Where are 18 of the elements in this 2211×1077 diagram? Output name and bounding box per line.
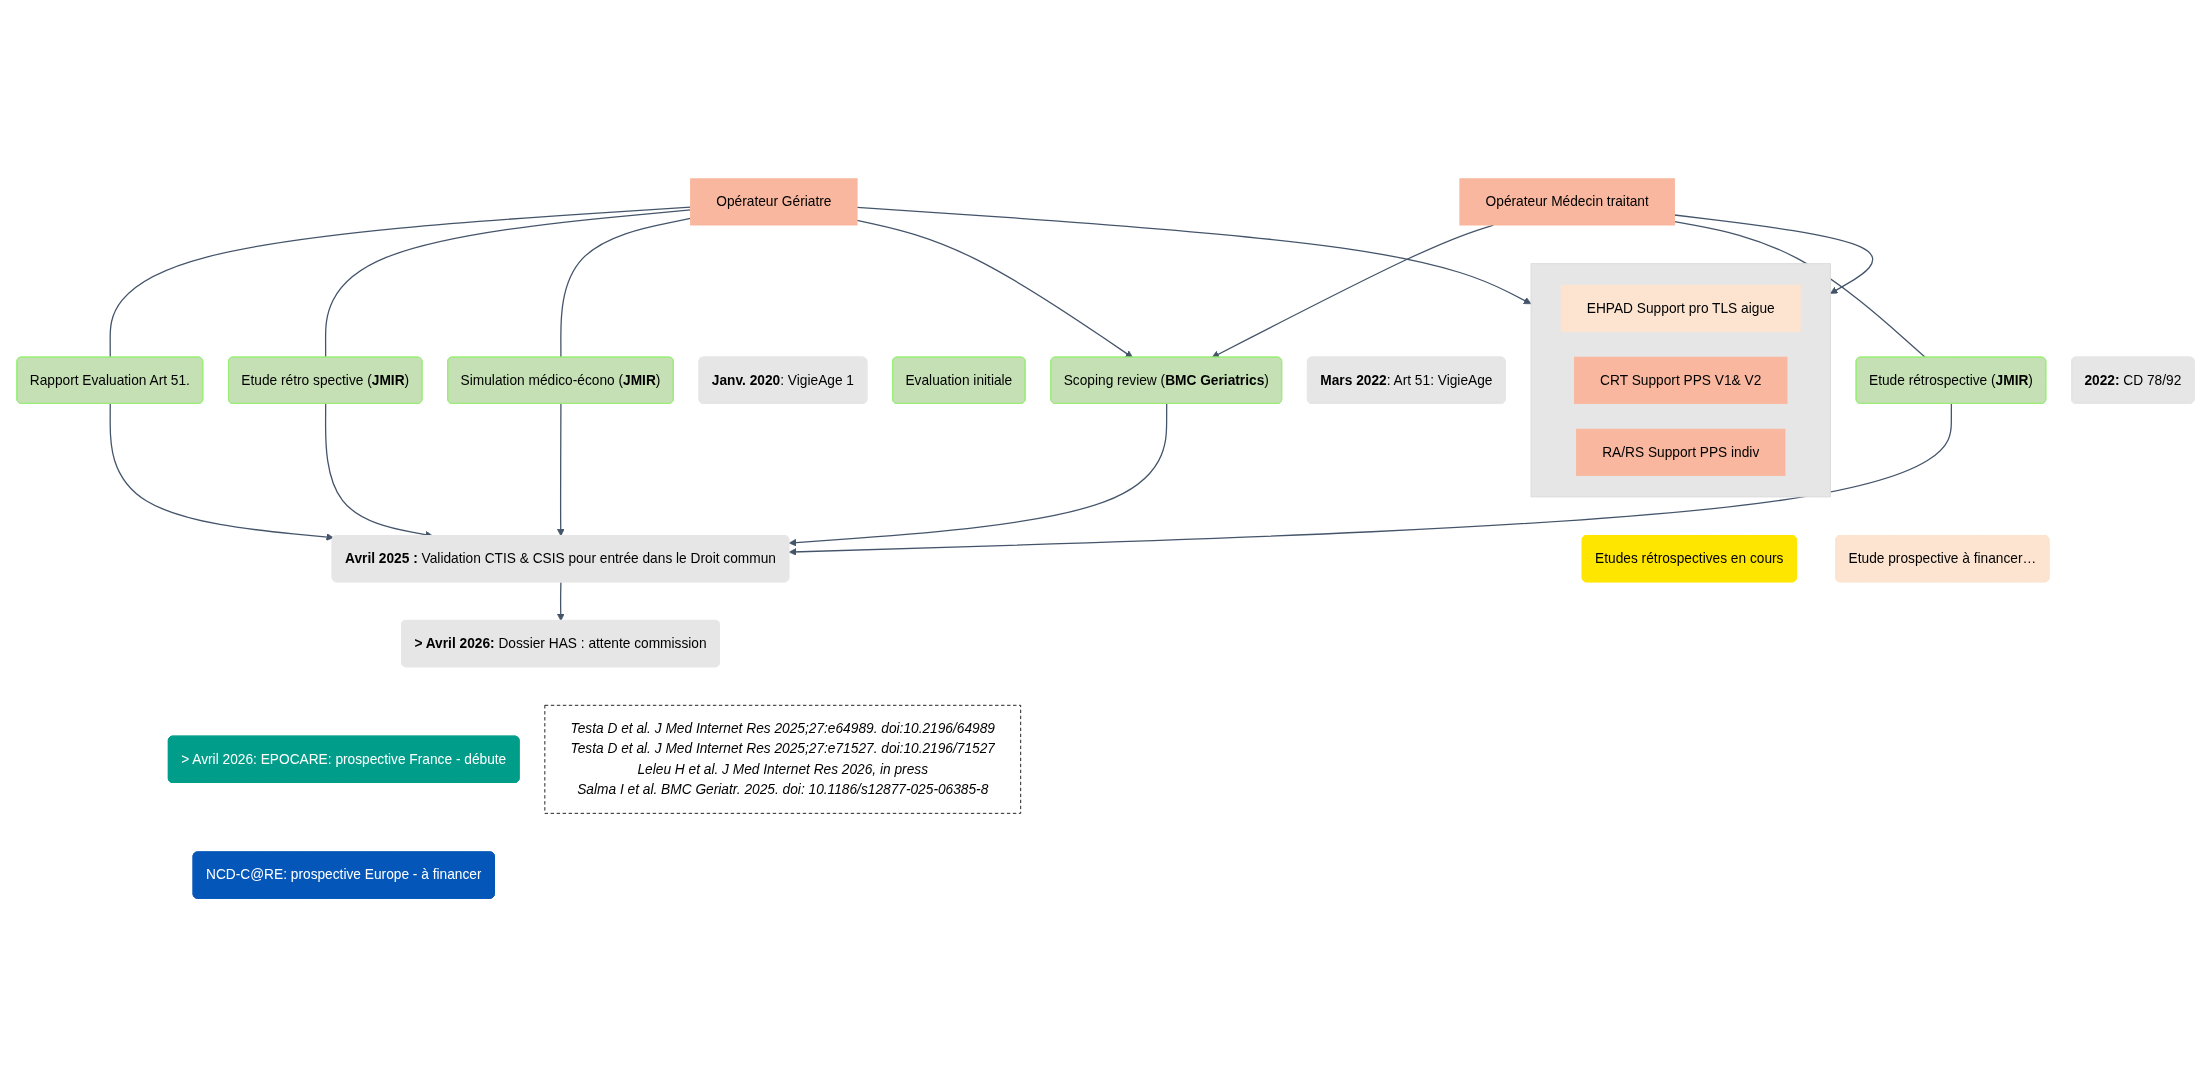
arrow (557, 403, 565, 537)
arrow (788, 403, 1953, 556)
arrow (856, 219, 1133, 358)
node-box: Opérateur Gériatre (690, 178, 858, 226)
arrow (557, 581, 565, 622)
arrow (788, 403, 1168, 547)
node-box: Testa D et al. J Med Internet Res 2025;27:e64989. doi:10.2196/64989 Testa D et al. J Med Internet Res 2025;27:e71527. doi:10.2196/71527 Leleu H et al. J Med Internet Res 2026, in press Salma I et al. BMC Geriatr. 2025. doi: 10.1186/s12877-025-06385-8 (544, 704, 1022, 814)
connector (1673, 220, 1927, 359)
arrow (109, 403, 334, 541)
node-box: Opérateur Médecin traitant (1459, 178, 1675, 226)
connector (109, 206, 692, 359)
node-box: CRT Support PPS V1& V2 (1573, 356, 1788, 404)
connector (324, 209, 692, 359)
connector (560, 217, 692, 359)
node-box: RA/RS Support PPS indiv (1576, 428, 1786, 476)
arrow (1673, 214, 1874, 294)
cluster (1530, 263, 1831, 498)
arrow (856, 206, 1532, 305)
